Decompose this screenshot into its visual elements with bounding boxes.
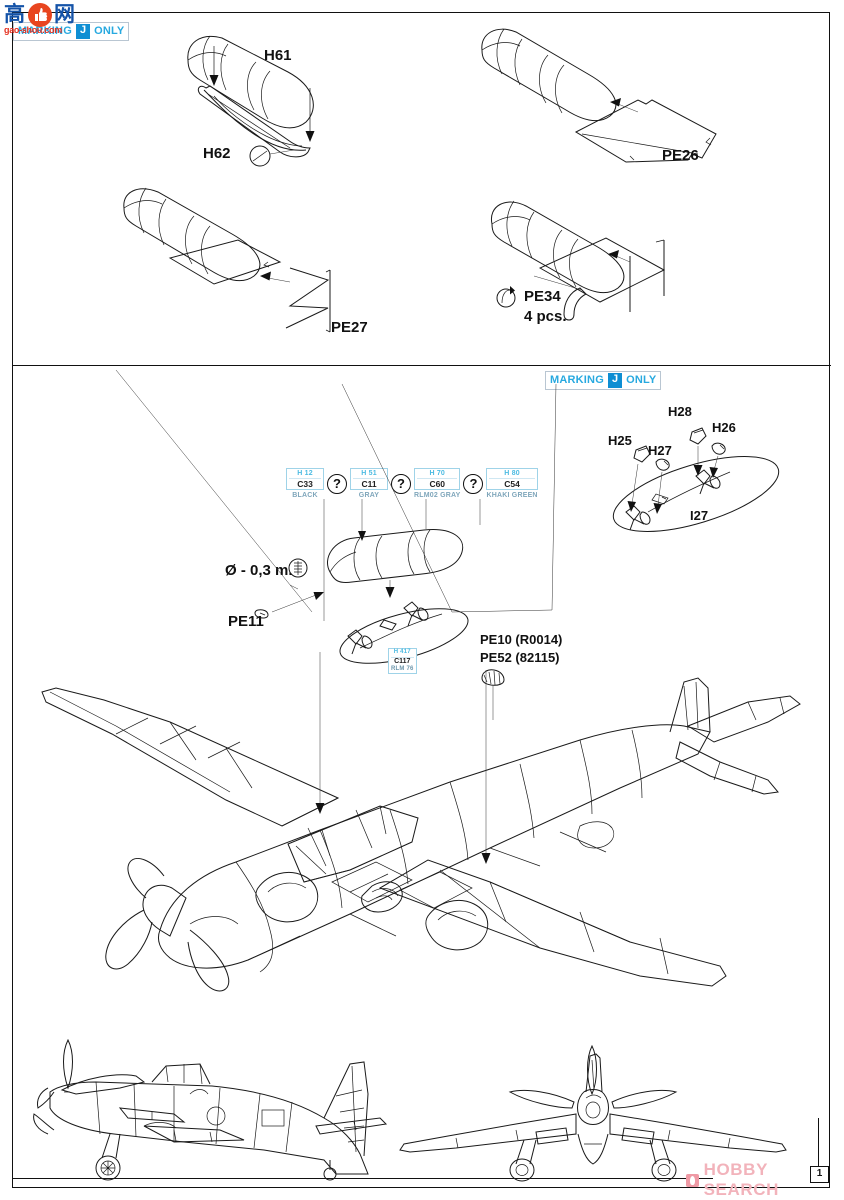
- hobby-search-icon: [686, 1173, 699, 1187]
- paint-chip-1-h: H 12: [297, 470, 313, 477]
- detail-callout-lines: [12, 360, 832, 690]
- thumbs-up-icon: [28, 3, 52, 27]
- paint-chip-2-name: GRAY: [358, 491, 380, 499]
- watermark-hobby-search: HOBBY SEARCH: [686, 1160, 844, 1200]
- paint-question-icon-3: ?: [463, 473, 484, 494]
- front-view: [399, 1044, 787, 1182]
- paint-chip-1-c: C33: [289, 478, 321, 489]
- paint-chip-4-c: C54: [489, 478, 535, 489]
- label-pe26: PE26: [662, 147, 699, 164]
- paint-chip-3-h: H 70: [429, 470, 446, 477]
- drop-tank: [123, 187, 261, 282]
- marking-badge-middle: MARKING J ONLY: [545, 370, 662, 390]
- step-tank-cradle-drawing: [170, 24, 350, 174]
- paint-question-icon-1: ?: [327, 473, 347, 494]
- drop-tank-cradle-h62: [197, 85, 311, 158]
- main-aircraft-assembly-drawing: [20, 630, 830, 1030]
- paint-chip-pylon-h: H 417: [393, 649, 411, 655]
- pylon-plate: [538, 237, 666, 312]
- label-i27: I27: [690, 508, 709, 523]
- label-pe52: PE52 (82115): [480, 650, 560, 665]
- paint-chip-2-c: C11: [353, 478, 385, 489]
- page-number-leader: [818, 1118, 819, 1168]
- drop-tank: [490, 200, 625, 294]
- label-h25: H25: [608, 433, 632, 448]
- drill-symbol-icon: [286, 556, 310, 580]
- paint-chip-4: H 80 C54 KHAKI GREEN: [486, 468, 538, 500]
- label-h27: H27: [648, 443, 672, 458]
- drop-tank: [481, 28, 617, 122]
- marking-badge-top-letter: J: [75, 24, 91, 39]
- paint-chip-4-h: H 80: [504, 470, 520, 477]
- label-h61: H61: [264, 47, 292, 64]
- label-h26: H26: [712, 420, 736, 435]
- small-parts: [633, 427, 726, 471]
- label-pe10: PE10 (R0014): [480, 632, 563, 647]
- paint-chip-pylon: H 417 C117 RLM 76: [388, 648, 417, 674]
- pe26-plate: [574, 99, 717, 163]
- bend-symbol-icon: [496, 286, 516, 308]
- label-pe11: PE11: [228, 613, 264, 630]
- paint-chip-4-name: KHAKI GREEN: [486, 491, 538, 499]
- paint-callout-row: H 12 C33 BLACK ? H 51 C11 GRAY ? H 70 C6…: [286, 468, 538, 500]
- step-tank-pe27-drawing: [118, 186, 368, 336]
- hobby-search-label: HOBBY SEARCH: [703, 1160, 779, 1199]
- drop-tank-h61: [187, 35, 314, 129]
- center-tank-assembly-drawing: [300, 510, 500, 680]
- part-i27: [612, 456, 780, 532]
- paint-chip-2-h: H 51: [361, 470, 377, 477]
- pe11-leader: [250, 584, 350, 625]
- pe34-rod: [563, 287, 587, 321]
- paint-chip-1-name: BLACK: [292, 491, 318, 499]
- paint-leader-lines: [280, 495, 520, 625]
- paint-chip-2: H 51 C11 GRAY: [350, 468, 388, 500]
- pe27-part: [285, 267, 331, 333]
- cut-symbol-icon: [249, 145, 295, 167]
- logo-domain: gao-shou.com: [4, 25, 62, 35]
- paint-chip-pylon-c: C117: [391, 656, 414, 666]
- marking-badge-middle-prefix: MARKING: [550, 374, 604, 386]
- drill-note: Ø - 0,3 mm: [225, 562, 302, 579]
- paint-chip-3-name: RLM02 GRAY: [414, 491, 461, 499]
- ground-line: [13, 1178, 713, 1179]
- marking-badge-middle-letter: J: [607, 373, 623, 388]
- assembly-arrows: [209, 46, 315, 142]
- label-pe34-qty: 4 pcs.: [524, 308, 567, 325]
- pylon-detail-drawing: [600, 420, 790, 545]
- main-assembly-leaders: [315, 652, 491, 864]
- logo-char-1: 高: [4, 2, 25, 26]
- label-h28: H28: [668, 404, 692, 419]
- paint-chip-3: H 70 C60 RLM02 GRAY: [414, 468, 461, 500]
- pylon-arrows: [627, 446, 719, 514]
- paint-chip-pylon-name: RLM 76: [391, 665, 414, 672]
- side-profile: [33, 1038, 388, 1181]
- marking-badge-top-suffix: ONLY: [94, 25, 125, 37]
- label-h62: H62: [203, 145, 231, 162]
- aircraft-airframe: [41, 677, 801, 992]
- logo-char-2: 网: [54, 2, 75, 26]
- aircraft-front-view-drawing: [396, 1040, 796, 1185]
- label-pe34: PE34: [524, 288, 561, 305]
- page-number: 1: [810, 1166, 829, 1183]
- aircraft-side-profile-drawing: [24, 1030, 404, 1185]
- paint-question-icon-2: ?: [391, 473, 411, 494]
- marking-badge-top: MARKING J ONLY: [13, 21, 130, 41]
- step-tank-pe26-drawing: [470, 22, 760, 172]
- drop-tank: [327, 529, 464, 583]
- paint-chip-1: H 12 C33 BLACK: [286, 468, 324, 500]
- page-border: [12, 12, 830, 1188]
- marking-badge-middle-suffix: ONLY: [626, 374, 657, 386]
- pe10-part-drawing: [478, 666, 518, 726]
- marking-badge-top-prefix: MARKING: [18, 25, 72, 37]
- watermark-logo-gaoshou: 高 网 gao-shou.com: [4, 2, 82, 46]
- label-pe27: PE27: [331, 319, 368, 336]
- section-divider: [12, 365, 831, 366]
- step-tank-pe34-drawing: [478, 190, 748, 340]
- paint-chip-3-c: C60: [417, 478, 458, 489]
